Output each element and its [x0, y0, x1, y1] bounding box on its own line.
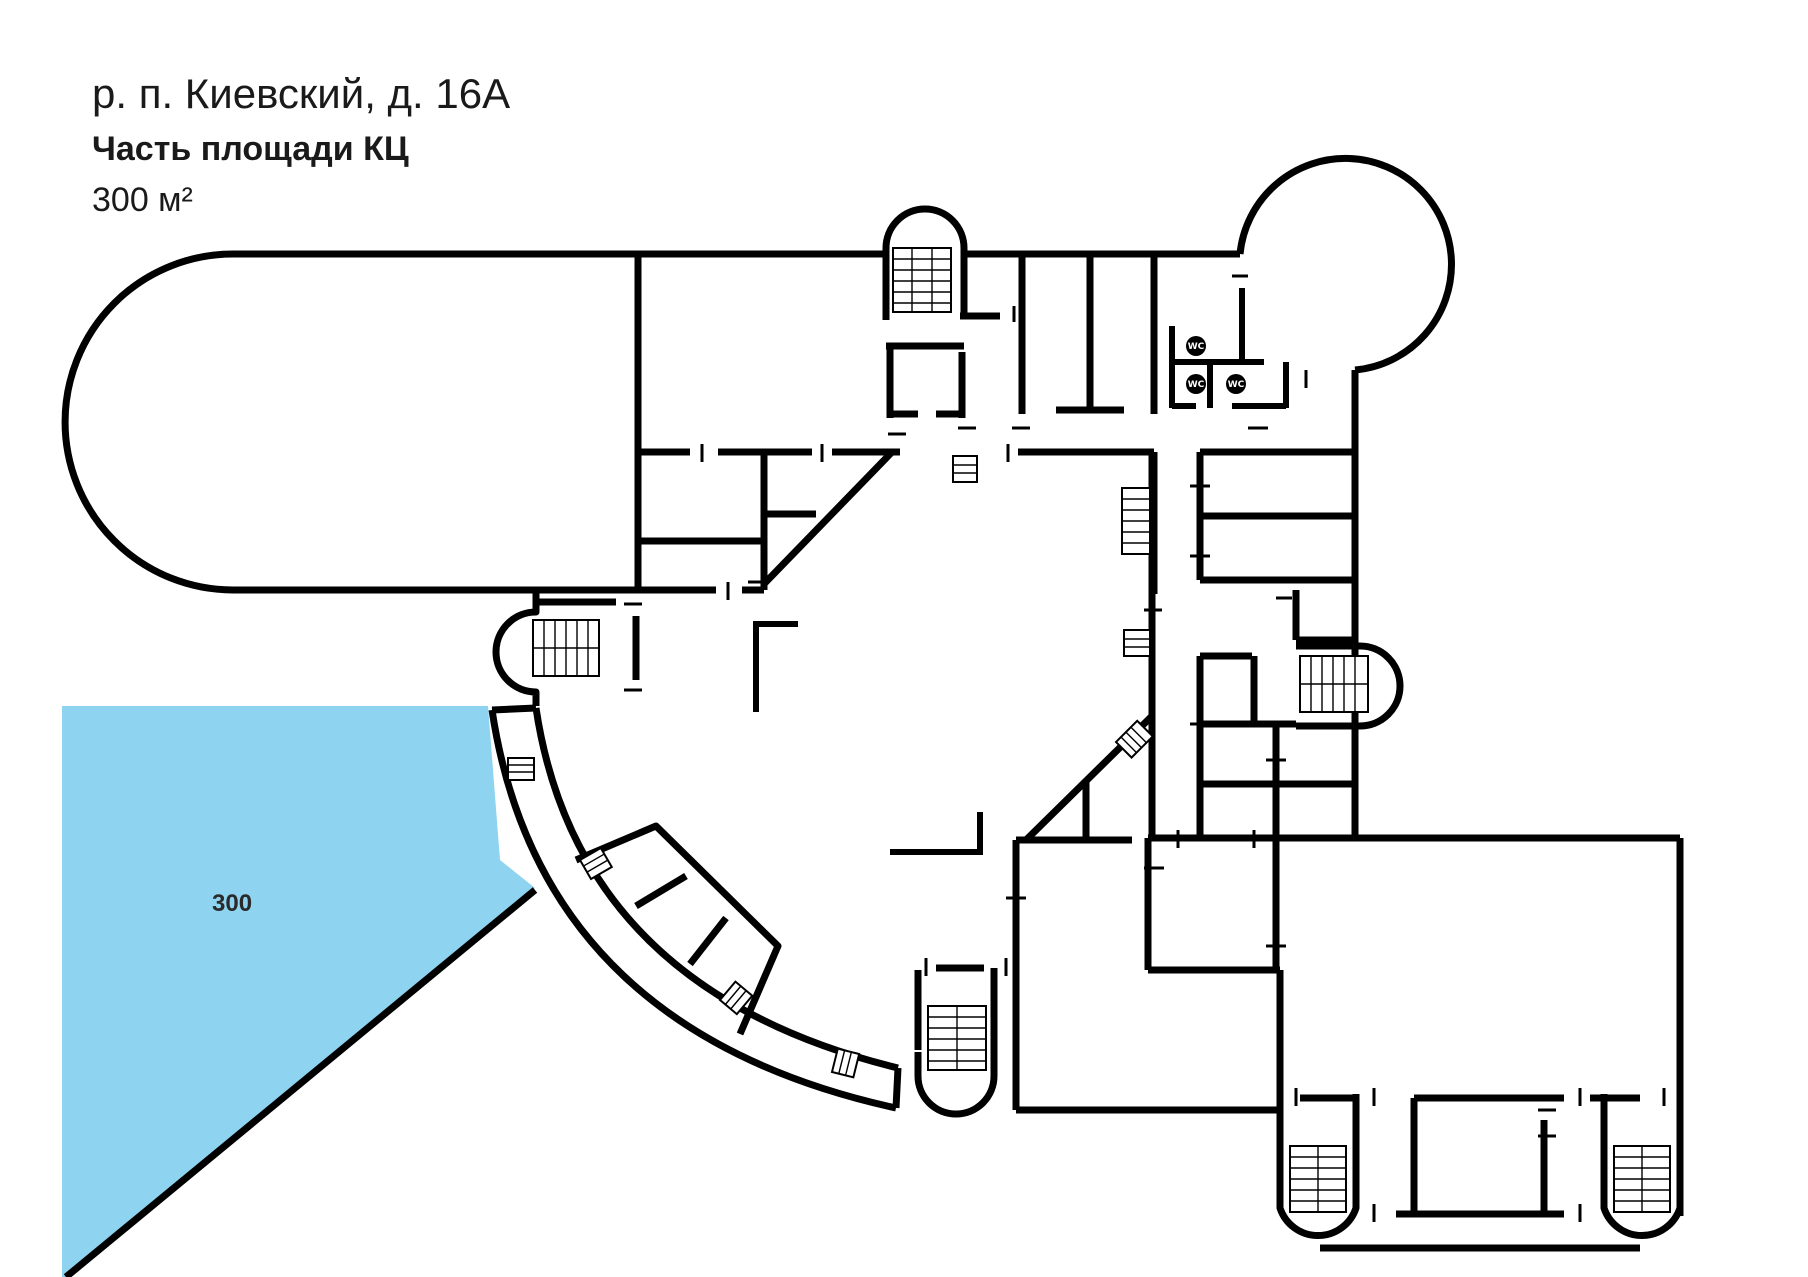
curved-outer-wall: [488, 709, 897, 1112]
stair-top-tower: [892, 247, 952, 313]
stair-right-tower: [1299, 655, 1369, 713]
bottom-stair-tower: [914, 968, 998, 1118]
wc-block: WC WC WC: [1169, 288, 1289, 409]
wc-icon-1: WC: [1186, 336, 1206, 356]
svg-text:WC: WC: [1188, 342, 1205, 352]
curved-inner-wall: [532, 707, 899, 1072]
stair-corridor-top: [952, 455, 978, 483]
zone-edge-wall: [63, 887, 538, 1277]
central-lower-partition: [890, 812, 983, 855]
stair-bottom-tower: [927, 1005, 987, 1071]
curved-end-wall: [892, 1067, 902, 1109]
right-round-tower: [1236, 154, 1455, 374]
left-round-hall: [61, 250, 638, 594]
central-partition: [753, 621, 798, 712]
address-title: р. п. Киевский, д. 16А: [92, 70, 510, 117]
stair-curve-1: [507, 757, 535, 781]
highlighted-zone[interactable]: [62, 706, 535, 1277]
stair-br-right: [1613, 1145, 1671, 1213]
br-stair-tower-right: [1600, 1094, 1684, 1240]
diagonal-wall: [761, 449, 895, 587]
curve-room-wall-2: [687, 915, 729, 967]
plan-subtitle: Часть площади КЦ: [92, 130, 409, 168]
br-stair-tower-left: [1276, 1094, 1360, 1240]
wc-icon-2: WC: [1186, 374, 1206, 394]
stair-diagonal: [1114, 719, 1155, 759]
stair-curve-2: [578, 846, 614, 881]
stair-corridor-right: [1121, 487, 1151, 555]
svg-text:WC: WC: [1228, 380, 1245, 390]
curved-start-wall: [491, 704, 537, 714]
stair-left-tower: [532, 619, 600, 677]
stair-curve-4: [830, 1047, 861, 1079]
door-markers: [624, 274, 1666, 1222]
curve-room-wall-1: [634, 872, 688, 910]
area-caption: 300 м²: [92, 181, 193, 219]
zone-area-label: 300: [212, 890, 252, 917]
left-stair-tower: [492, 592, 540, 706]
top-stair-tower: [882, 205, 968, 320]
stair-br-left: [1289, 1145, 1347, 1213]
wc-icon-3: WC: [1226, 374, 1246, 394]
curve-rooms: [574, 822, 782, 1036]
stair-curve-3: [718, 980, 754, 1016]
stair-corridor-mid: [1123, 629, 1151, 657]
right-stair-tower: [1296, 642, 1404, 730]
svg-text:WC: WC: [1188, 380, 1205, 390]
